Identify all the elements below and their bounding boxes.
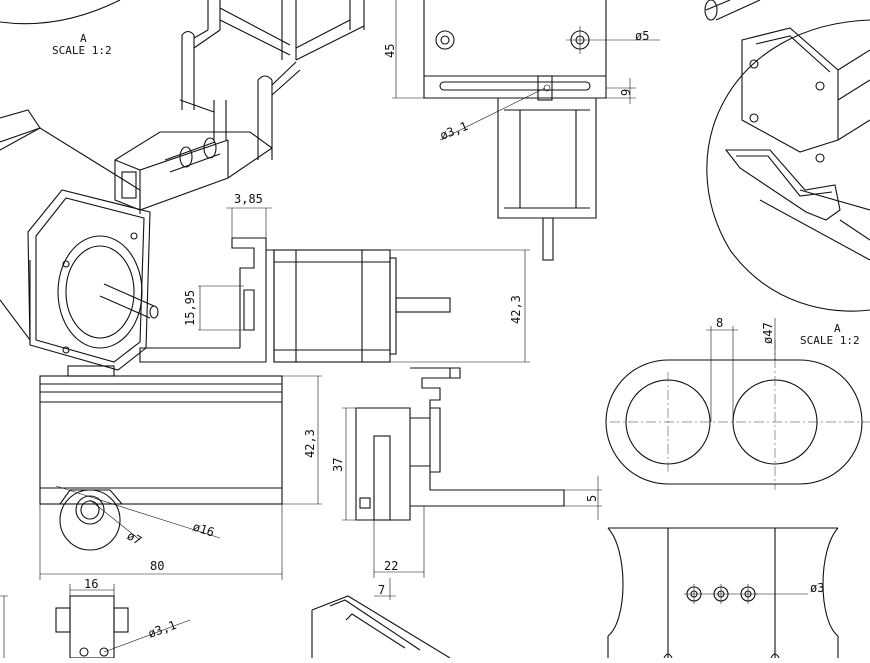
- motor-front-view: 42,3 80 ø7 ø16: [39, 365, 322, 580]
- bottom-right-part: ø3: [607, 527, 839, 659]
- dim-9: 9: [619, 89, 633, 96]
- detail-label-scale: SCALE 1:2: [52, 44, 112, 57]
- dim-o47: ø47: [761, 322, 775, 344]
- dim-80: 80: [150, 559, 164, 573]
- detail-label-top-left: A SCALE 1:2: [0, 0, 121, 57]
- bottom-left-part: 16 ø3,1: [0, 577, 191, 659]
- dim-16: 16: [84, 577, 98, 591]
- dim-22: 22: [384, 559, 398, 573]
- dim-o16: ø16: [191, 520, 216, 540]
- dim-1595: 15,95: [183, 290, 197, 326]
- dim-o3: ø3: [810, 581, 824, 595]
- dim-o5: ø5: [635, 29, 649, 43]
- tube-frame-isometric: [114, 0, 365, 211]
- detail-a-scale: SCALE 1:2: [800, 334, 860, 347]
- double-clamp-view: 8 ø47 A SCALE 1:2: [605, 316, 870, 490]
- dim-8: 8: [716, 316, 723, 330]
- detail-a-letter: A: [834, 322, 841, 335]
- rail-isometric: [311, 595, 451, 659]
- dim-385: 3,85: [234, 192, 263, 206]
- dim-37: 37: [331, 458, 345, 472]
- dim-o31-top: ø3,1: [438, 119, 470, 143]
- dim-45: 45: [383, 44, 397, 58]
- top-center-front-view: 45 ø5 9 ø3,1: [383, 0, 660, 261]
- dim-5: 5: [585, 495, 599, 502]
- bracket-side-view: 37 5 22 7: [331, 367, 602, 600]
- dim-o7: ø7: [125, 528, 145, 547]
- motor-side-view: 3,85 15,95 42,3: [139, 192, 530, 363]
- detail-view-a: [704, 0, 870, 312]
- dim-o31-bottom: ø3,1: [146, 618, 178, 641]
- dim-423-left: 42,3: [303, 429, 317, 458]
- motor-isometric: [0, 109, 159, 371]
- dim-7: 7: [378, 583, 385, 597]
- dim-423-right: 42,3: [509, 295, 523, 324]
- detail-label-letter: A: [80, 32, 87, 45]
